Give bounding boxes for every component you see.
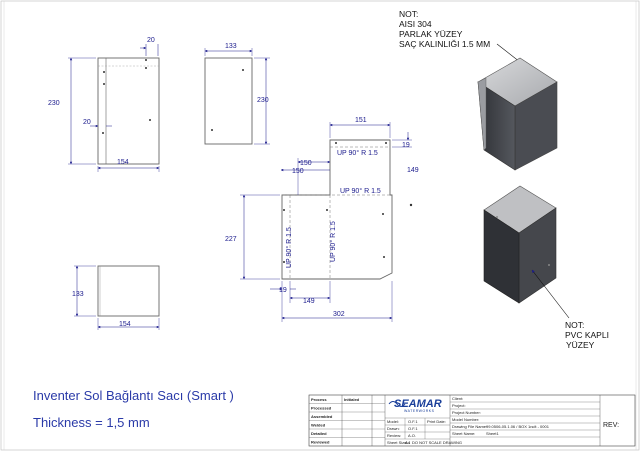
dim-front-flange: 20 [83, 119, 91, 126]
tb-mid-value-2: O.F.1 [408, 426, 418, 431]
seamar-logo: SEAMAR WATERWORKS [388, 398, 442, 413]
tb-mid-label-3: Review: [387, 433, 401, 438]
dim-side-width: 133 [225, 43, 237, 50]
front-view-outline [97, 57, 160, 165]
tb-mid-value-3: A.O. [408, 433, 416, 438]
dim-flat-149-right: 149 [407, 167, 419, 174]
note-top-line-3: PARLAK YÜZEY [399, 29, 463, 39]
dim-flat-227: 227 [225, 236, 237, 243]
drawing-thickness: Thickness = 1,5 mm [33, 415, 150, 430]
note-bottom: NOT: PVC KAPLI YÜZEY [531, 269, 609, 350]
note-top: NOT: AISI 304 PARLAK YÜZEY SAÇ KALINLIĞI… [399, 9, 521, 63]
dim-flat-150b: 150 [292, 168, 304, 175]
dim-top-width: 154 [119, 321, 131, 328]
note-top-line-2: AISI 304 [399, 19, 432, 29]
note-bottom-line-3: YÜZEY [566, 340, 595, 350]
tb-mid-value-1: O.F.1 [408, 419, 418, 424]
tb-row-label-2: Processed [311, 406, 332, 411]
tb-client-label: Client: [452, 396, 463, 401]
side-view: 133 230 [204, 43, 270, 145]
box-3d-steel-icon [477, 57, 558, 171]
tb-row-label-5: Detailed [311, 431, 327, 436]
tb-sheet-size-label: Sheet Size: [387, 440, 407, 445]
box-3d-pvc-icon [483, 185, 557, 304]
note-bottom-line-1: NOT: [565, 320, 584, 330]
flat-pattern: UP 90° R 1.5 UP 90° R 1.5 UP 90° R 1.5 U… [225, 117, 419, 322]
tb-file-name-label: Drawing File Name: [452, 424, 487, 429]
dim-flat-149-bottom: 149 [303, 298, 315, 305]
tb-row-label-1: Process [311, 397, 327, 402]
tb-mid-label-1: Model: [387, 419, 399, 424]
tb-file-name-value: 99.0506-05.1.06 / BOX 1ısılt - 0001 [486, 424, 550, 429]
top-view-outline [97, 265, 160, 317]
dim-top-height: 133 [72, 291, 84, 298]
bend-note-3: UP 90° R 1.5 [285, 227, 293, 268]
front-view: 20 230 20 154 [48, 37, 160, 172]
tb-project-label: Project: [452, 403, 466, 408]
bend-note-2: UP 90° R 1.5 [340, 187, 381, 195]
title-block: Process Initialed Processed Assembled We… [308, 394, 636, 447]
tb-sheet-name-label: Sheet Name: [452, 431, 475, 436]
tb-project-number-label: Project Number: [452, 410, 481, 415]
dim-front-height: 230 [48, 100, 60, 107]
dim-front-width: 154 [117, 159, 129, 166]
tb-sheet-name-value: Sheet1 [486, 431, 499, 436]
note-bottom-line-2: PVC KAPLI [565, 330, 609, 340]
tb-model-number-label: Model Number: [452, 417, 479, 422]
bend-note-1: UP 90° R 1.5 [337, 149, 378, 157]
top-view: 133 154 [72, 265, 160, 330]
dim-front-top: 20 [147, 37, 155, 44]
drawing-title: Inventer Sol Bağlantı Sacı (Smart ) [33, 388, 234, 403]
tb-mid-extra-1: Print Date: [427, 419, 446, 424]
note-top-line-4: SAÇ KALINLIĞI 1.5 MM [399, 39, 490, 49]
tb-row-status-1: Initialed [344, 397, 360, 402]
dim-flat-19-bottom: 19 [279, 287, 287, 294]
dim-flat-150a: 150 [300, 160, 312, 167]
tb-mid-label-2: Drawn: [387, 426, 400, 431]
tb-row-label-3: Assembled [311, 414, 333, 419]
dim-flat-19: 19 [402, 142, 410, 149]
note-top-line-1: NOT: [399, 9, 418, 19]
dim-side-height: 230 [257, 97, 269, 104]
dim-flat-302: 302 [333, 311, 345, 318]
logo-sub: WATERWORKS [404, 409, 435, 413]
tb-sheet-size-value: A4 [405, 440, 411, 445]
tb-row-label-4: Welded [311, 423, 326, 428]
bend-note-4: UP 90° R 1.5 [329, 221, 337, 262]
tb-no-scale: DO NOT SCALE DRAWING [412, 440, 462, 445]
ruler-marks [3, 1, 637, 450]
dim-flat-top: 151 [355, 117, 367, 124]
flat-pattern-outline [281, 139, 393, 280]
side-view-outline [204, 57, 253, 145]
tb-row-label-6: Reviewed [311, 440, 330, 445]
tb-rev-label: REV: [603, 422, 619, 429]
logo-text: SEAMAR [394, 398, 442, 410]
